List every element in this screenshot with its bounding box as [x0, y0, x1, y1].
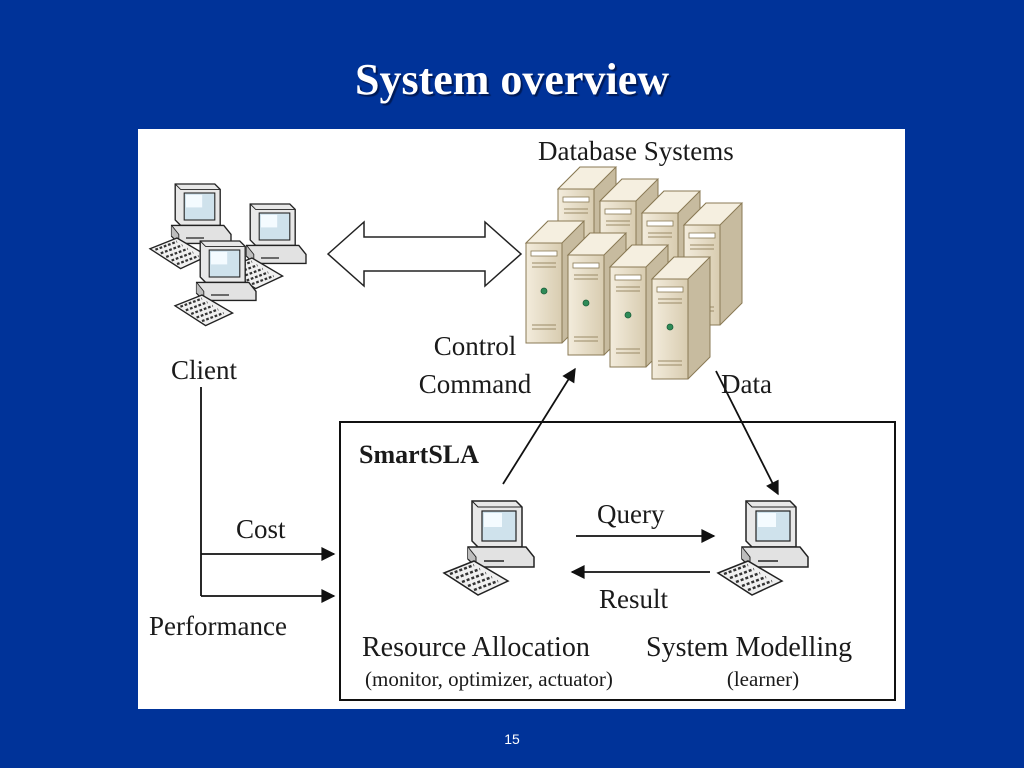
client-computers-icon	[148, 182, 308, 327]
database-systems-label: Database Systems	[538, 136, 734, 166]
command-label: Command	[418, 369, 532, 399]
system-modelling-subtitle: (learner)	[726, 667, 800, 691]
resource-allocation-subtitle: (monitor, optimizer, actuator)	[365, 667, 613, 691]
diagram-canvas	[148, 166, 896, 701]
resource-allocation-computer-icon	[442, 499, 536, 597]
query-label: Query	[597, 499, 665, 529]
system-modelling-title: System Modelling	[646, 632, 853, 663]
data-label: Data	[721, 369, 772, 399]
smartsla-label: SmartSLA	[359, 440, 479, 469]
slide-title: System overview	[354, 55, 669, 104]
double-arrow-icon	[326, 220, 523, 288]
resource-allocation-title: Resource Allocation	[362, 632, 590, 663]
control-command-arrow	[502, 367, 576, 485]
result-label: Result	[599, 584, 669, 614]
client-feed-lines	[200, 387, 336, 603]
system-modelling-computer-icon	[716, 499, 810, 597]
page-number: 15	[504, 731, 520, 747]
cost-label: Cost	[236, 514, 286, 544]
system-diagram: Database Systems Client Control Command …	[138, 129, 905, 709]
performance-label: Performance	[149, 611, 287, 641]
database-servers-icon	[525, 166, 743, 380]
smartsla-box	[339, 421, 896, 701]
data-arrow	[715, 370, 779, 496]
client-label: Client	[171, 355, 237, 385]
control-label: Control	[433, 331, 517, 361]
